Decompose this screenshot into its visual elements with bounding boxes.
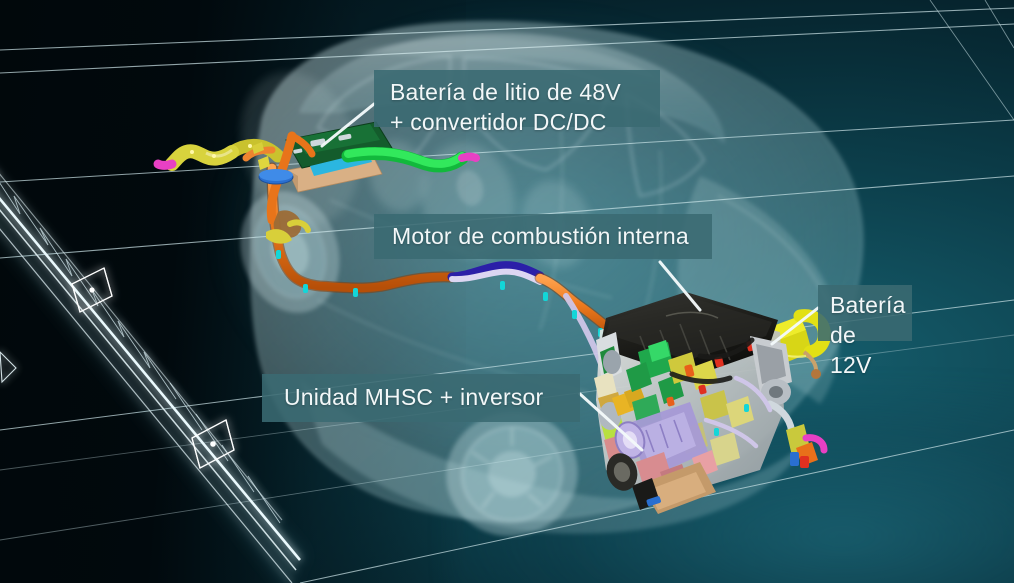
label-combustion-engine: Motor de combustión interna [374,214,712,259]
label-battery-48v: Batería de litio de 48V + convertidor DC… [374,70,660,135]
label-battery-12v: Batería de 12V [818,285,912,378]
leader-mhsc [578,392,644,452]
label-mhsc-unit: Unidad MHSC + inversor [262,374,580,422]
leader-battery-48v [320,102,376,148]
leader-battery-12v [770,306,820,346]
leader-engine [658,260,702,312]
